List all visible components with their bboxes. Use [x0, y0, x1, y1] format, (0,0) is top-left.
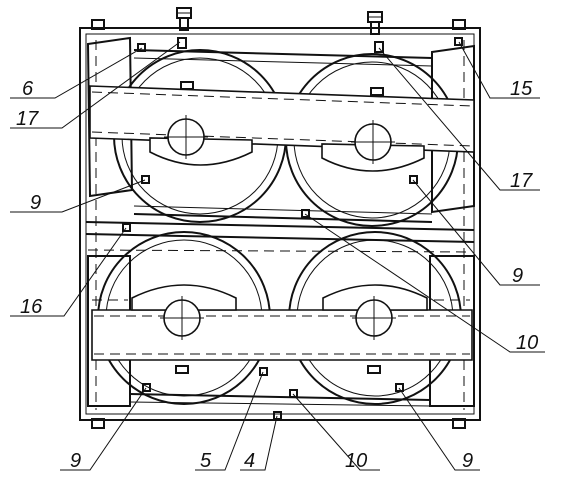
frame-bolts	[91, 19, 466, 429]
label-9-lower-left: 9	[70, 450, 81, 472]
label-6: 6	[22, 78, 34, 100]
fasteners	[122, 37, 463, 420]
label-17-right: 17	[510, 170, 533, 192]
label-4: 4	[244, 450, 255, 472]
part-labels: 6 17 9 16 9 5 4 10 9 15 17 9 10	[16, 78, 538, 472]
top-fitting-left	[176, 7, 192, 31]
upper-shaft-left	[164, 115, 208, 159]
upper-bolts	[177, 37, 384, 96]
upper-beam	[89, 85, 475, 172]
lower-beam	[91, 284, 473, 361]
label-9-upper-left: 9	[30, 192, 41, 214]
label-16: 16	[20, 296, 43, 318]
lower-shaft-left	[160, 296, 204, 340]
label-5: 5	[200, 450, 212, 472]
lower-bolts	[175, 365, 381, 374]
label-10-bottom: 10	[345, 450, 367, 472]
label-10-right: 10	[516, 332, 538, 354]
label-17-left: 17	[16, 108, 39, 130]
label-9-lower-right: 9	[462, 450, 473, 472]
lower-shaft-right	[352, 296, 396, 340]
middle-divider	[85, 221, 475, 253]
upper-shaft-right	[351, 120, 395, 164]
lower-belt	[129, 393, 431, 407]
leader-lines	[10, 41, 545, 471]
label-15: 15	[510, 78, 533, 100]
top-fitting-right	[367, 11, 383, 35]
label-9-upper-right: 9	[512, 265, 523, 287]
